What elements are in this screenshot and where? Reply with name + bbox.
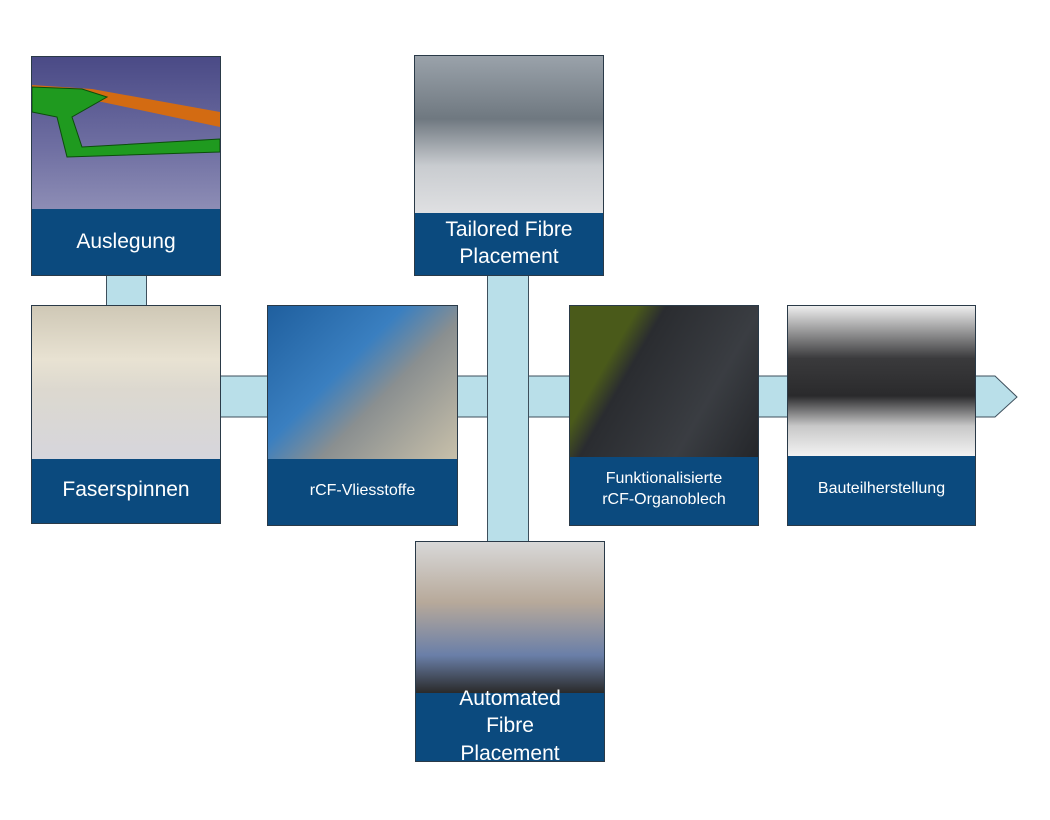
component-mould-image: [788, 306, 975, 456]
step-label: rCF-Vliesstoffe: [309, 481, 416, 499]
step-bauteilherstellung: Bauteilherstellung: [787, 305, 976, 526]
step-tailored-fibre-placement: Tailored Fibre Placement: [414, 55, 604, 276]
step-label: Automated Fibre Placement: [459, 687, 561, 765]
step-automated-fibre-placement: Automated Fibre Placement: [415, 541, 605, 765]
step-label: Tailored Fibre Placement: [445, 217, 573, 268]
step-faserspinnen: Faserspinnen: [31, 305, 221, 524]
step-label: Faserspinnen: [62, 478, 190, 502]
step-label: Funktionalisierte rCF-Organoblech: [602, 470, 726, 508]
organosheet-image: [570, 306, 758, 457]
connector-junction: [488, 377, 528, 416]
fibre-bobbin-image: [32, 306, 220, 459]
step-label: Bauteilherstellung: [817, 480, 946, 498]
step-auslegung: Auslegung: [31, 56, 221, 276]
cad-model-image: [31, 57, 221, 209]
step-label: Auslegung: [76, 229, 176, 253]
tfp-machine-image: [415, 56, 603, 213]
step-organoblech: Funktionalisierte rCF-Organoblech: [569, 305, 759, 526]
step-vliesstoffe: rCF-Vliesstoffe: [267, 305, 458, 526]
nonwoven-machine-image: [268, 306, 457, 459]
afp-robot-image: [416, 542, 604, 693]
